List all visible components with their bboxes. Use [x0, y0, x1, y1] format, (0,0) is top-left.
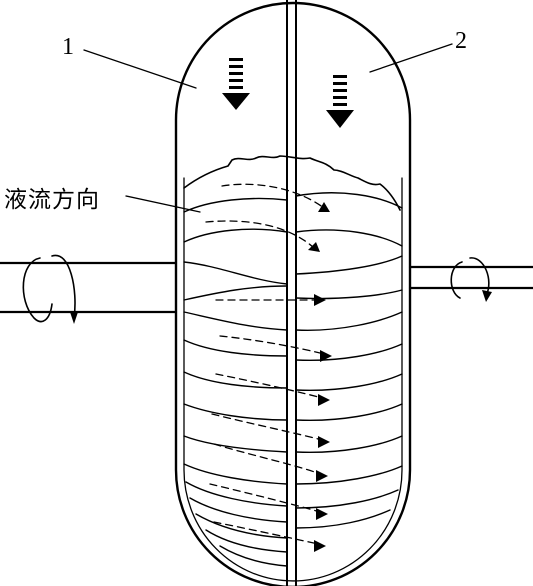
material-surface — [183, 155, 401, 211]
flow-arrowheads — [308, 202, 332, 552]
spiral-lines — [183, 197, 288, 567]
flow-trajectories — [205, 183, 325, 545]
part-1-label: 1 — [62, 34, 74, 60]
leader-lines — [83, 43, 453, 213]
rotation-arrow-icon — [22, 254, 78, 324]
down-arrow-icon — [326, 75, 354, 128]
rotation-arrow-icon — [450, 257, 492, 302]
center-divider — [286, 0, 297, 586]
down-arrow-icon — [222, 58, 250, 110]
spiral-lines — [295, 192, 403, 529]
vessel-body — [174, 1, 412, 586]
flow-direction-label: 液流方向 — [4, 187, 100, 213]
part-2-label: 2 — [455, 28, 467, 54]
output-shaft — [408, 265, 533, 290]
